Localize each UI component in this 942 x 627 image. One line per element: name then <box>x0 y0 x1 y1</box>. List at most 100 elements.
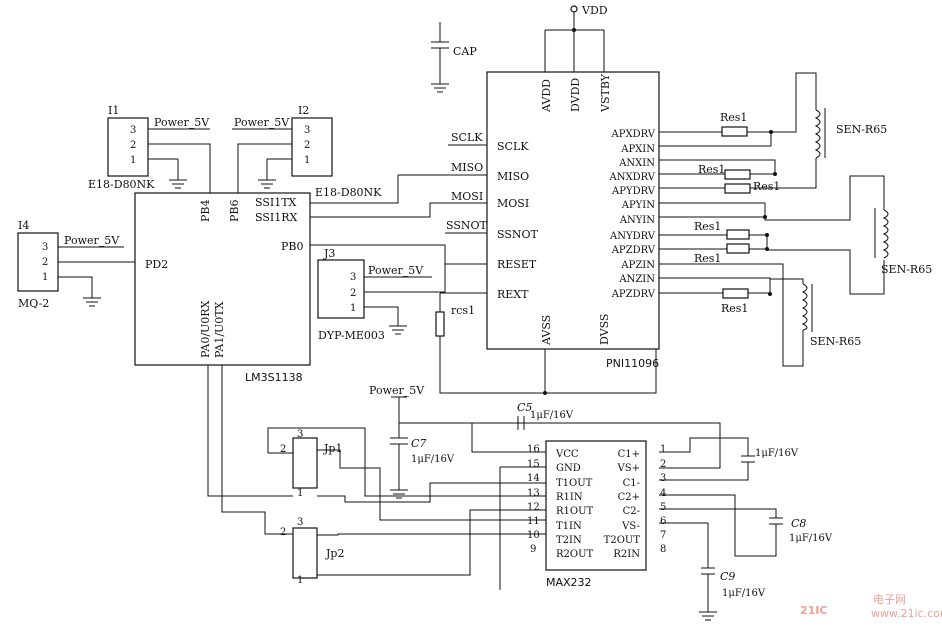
jp1-pin-1: 1 <box>297 488 303 499</box>
cap-label: CAP <box>453 45 477 58</box>
pin-pa1: PA1/U0TX <box>213 301 226 358</box>
connector-j3: J3 3 2 1 Power_5V DYP-ME003 <box>310 244 446 342</box>
pni-pin-apzin: APZIN <box>620 260 655 271</box>
watermark-logo: 21IC 电子网 www.21ic.com <box>800 593 942 620</box>
spi-wiring: SCLK MISO MOSI SSNOT rcs1 <box>310 131 657 395</box>
pni-pin-apyin: APYIN <box>621 200 656 211</box>
pni-pin-apzdrv-2: APZDRV <box>611 289 656 300</box>
pni-pin-rext: REXT <box>497 288 529 301</box>
j3-ref: J3 <box>323 247 335 260</box>
pin-pa0: PA0/U0RX <box>199 300 212 358</box>
pni-pin-apydrv: APYDRV <box>611 186 656 197</box>
pni-pin-apxin: APXIN <box>620 144 655 155</box>
pni-pin-anxin: ANXIN <box>618 158 655 169</box>
connector-jp2: Jp2 3 2 1 <box>280 517 344 586</box>
jp1-pin-2: 2 <box>280 444 286 455</box>
max-pin-num-1: 1 <box>660 444 666 455</box>
net-sclk-label: SCLK <box>451 131 483 144</box>
pni-pin-avss: AVSS <box>540 315 553 346</box>
jp2-pin-3: 3 <box>297 517 303 528</box>
max-pin-num-12: 12 <box>527 502 540 513</box>
max-pin-num-2: 2 <box>660 459 666 470</box>
i2-pin-3: 3 <box>304 125 310 136</box>
j3-pin-1: 1 <box>350 303 356 314</box>
max-pin-r2out: R2OUT <box>556 549 594 560</box>
max-pin-num-8: 8 <box>660 544 666 555</box>
max-pin-vsp: VS+ <box>617 463 640 474</box>
max-pin-num-6: 6 <box>660 516 666 527</box>
i1-pin-3: 3 <box>130 125 136 136</box>
i4-pin-2: 2 <box>42 257 48 268</box>
res-y1-label: Res1 <box>694 220 721 233</box>
i4-pin-1: 1 <box>42 272 48 283</box>
sensor-z-label: SEN-R65 <box>810 335 861 348</box>
c5-ref: C5 <box>517 401 532 414</box>
max232-chip: 16 15 14 13 12 11 10 9 VCC GND T1OUT R1I… <box>527 440 666 589</box>
connector-i4: I4 3 2 1 Power_5V MQ-2 <box>17 219 135 310</box>
i2-pin-1: 1 <box>304 155 310 166</box>
pin-pb6: PB6 <box>228 200 241 222</box>
connector-i2: I2 3 2 1 Power_5V E18-D80NK <box>232 104 382 199</box>
res-y2-label: Res1 <box>694 252 721 265</box>
j3-pin-3: 3 <box>350 272 356 283</box>
c5-value: 1μF/16V <box>530 410 574 421</box>
sensor-y-label: SEN-R65 <box>881 263 932 276</box>
uart-wiring <box>207 365 546 576</box>
max-pin-num-13: 13 <box>527 488 540 499</box>
connector-i1: I1 3 2 1 Power_5V E18-D80NK <box>88 104 211 193</box>
power5v-label: Power_5V <box>369 384 425 397</box>
i1-power-label: Power_5V <box>154 116 210 129</box>
c9-ref: C9 <box>720 570 735 583</box>
max-pin-num-5: 5 <box>660 502 666 513</box>
i2-pin-2: 2 <box>304 140 310 151</box>
i1-device-label: E18-D80NK <box>88 178 155 191</box>
max-chip-label: MAX232 <box>546 576 592 589</box>
pin-ssi1rx: SSI1RX <box>255 211 298 224</box>
i2-ref: I2 <box>298 104 309 117</box>
pni-pin-avdd: AVDD <box>540 79 553 113</box>
pni11096-chip: SCLK MISO MOSI SSNOT RESET REXT AVDD DVD… <box>486 71 660 370</box>
pni-pin-anzin: ANZIN <box>618 274 655 285</box>
vdd-supply: VDD <box>544 4 608 72</box>
vdd-label: VDD <box>581 4 608 17</box>
pni-pin-dvss: DVSS <box>598 314 611 345</box>
i4-ref: I4 <box>18 219 29 232</box>
max-pin-r1out: R1OUT <box>556 506 594 517</box>
sensor-x-label: SEN-R65 <box>836 123 887 136</box>
c9-value: 1μF/16V <box>722 588 766 599</box>
pni-pin-apzdrv: APZDRV <box>611 245 656 256</box>
max-pin-gnd: GND <box>556 463 581 474</box>
pni-pin-anxdrv: ANXDRV <box>608 172 655 183</box>
pni-pin-anydrv: ANYDRV <box>609 231 656 242</box>
i2-device-label: E18-D80NK <box>315 186 382 199</box>
max-pin-num-15: 15 <box>527 459 540 470</box>
max-pin-num-9: 9 <box>530 544 536 555</box>
pin-pb4: PB4 <box>199 200 212 222</box>
i4-pin-3: 3 <box>42 242 48 253</box>
max-pin-vsm: VS- <box>621 521 640 532</box>
pin-pb0: PB0 <box>281 240 303 253</box>
jp1-ref: Jp1 <box>323 442 342 455</box>
net-miso-label: MISO <box>451 161 483 174</box>
watermark-url: www.21ic.com <box>871 607 942 620</box>
jp1-pin-3: 3 <box>297 429 303 440</box>
jp2-pin-2: 2 <box>280 527 286 538</box>
pin-pd2: PD2 <box>145 258 168 271</box>
i1-pin-2: 2 <box>130 140 136 151</box>
max-pin-c1p: C1+ <box>618 449 640 460</box>
i1-ref: I1 <box>108 104 119 117</box>
rcs1-label: rcs1 <box>451 304 475 317</box>
pni-pin-dvdd: DVDD <box>569 78 582 112</box>
pni-pin-ssnot: SSNOT <box>497 228 539 241</box>
c7-value: 1μF/16V <box>411 454 455 465</box>
j3-device-label: DYP-ME003 <box>318 329 385 342</box>
i1-pin-1: 1 <box>130 155 136 166</box>
res-x2-label: Res1 <box>698 163 725 176</box>
cap-capacitor: CAP <box>431 22 477 93</box>
c8-value: 1μF/16V <box>789 533 833 544</box>
max-pin-c1m: C1- <box>623 478 640 489</box>
jp2-ref: Jp2 <box>325 547 344 560</box>
pin-ssi1tx: SSI1TX <box>255 196 297 209</box>
j3-pin-2: 2 <box>350 288 356 299</box>
